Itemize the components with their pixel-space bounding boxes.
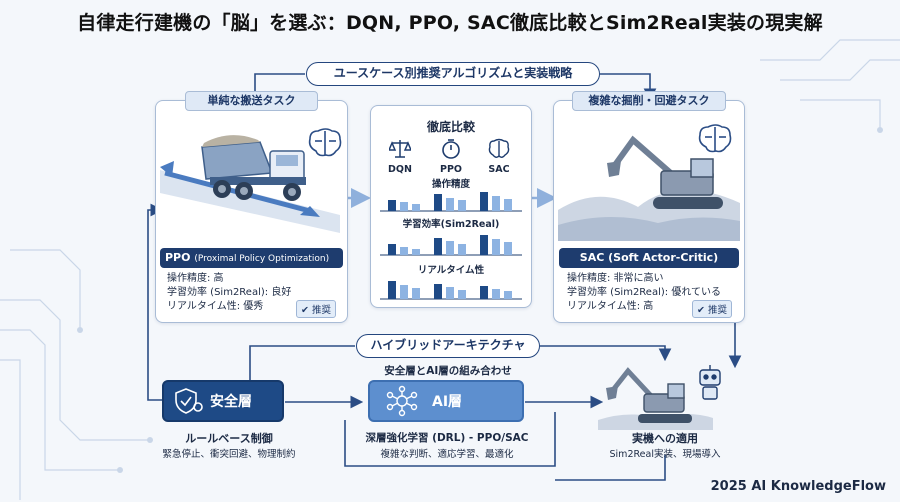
- ai-network-icon: [386, 385, 418, 417]
- right-metric-realtime: リアルタイム性: 高: [567, 301, 654, 312]
- algo-label-ppo: PPO: [439, 164, 462, 175]
- shield-gear-icon: [175, 388, 203, 414]
- ai-layer-label: AI層: [432, 394, 463, 410]
- right-usecase-tab: 複雑な掘削・回避タスク: [572, 91, 726, 111]
- left-recommend-badge: ✔ 推奨: [296, 300, 337, 318]
- scale-icon: [389, 140, 411, 158]
- deploy-excavator-robot-illustration: [598, 365, 721, 430]
- criterion-realtime-label: リアルタイム性: [417, 265, 485, 276]
- right-badge-label: 推奨: [708, 305, 728, 316]
- safety-layer-box: [162, 380, 284, 422]
- safety-layer-sub: 緊急停止、衝突回避、物理制約: [162, 449, 296, 460]
- right-algo-heading: SAC (Soft Actor-Critic): [559, 248, 739, 268]
- check-icon: ✔: [301, 305, 309, 316]
- criterion-accuracy-label: 操作精度: [431, 179, 470, 190]
- left-algo-fullname: (Proximal Policy Optimization): [194, 254, 330, 264]
- footer-credit: 2025 AI KnowledgeFlow: [710, 479, 886, 494]
- check-icon: ✔: [697, 305, 705, 316]
- dump-truck-illustration: [160, 128, 342, 233]
- bars-realtime: [380, 281, 522, 300]
- deploy-label: 実機への適用: [632, 432, 698, 445]
- left-metric-efficiency: 学習効率 (Sim2Real): 良好: [167, 287, 292, 298]
- stopwatch-icon: [442, 139, 460, 159]
- strategy-label: ユースケース別推奨アルゴリズムと実装戦略: [306, 62, 600, 86]
- brain-icon: [488, 138, 510, 158]
- bars-accuracy: [380, 192, 522, 212]
- bars-efficiency: [380, 235, 522, 256]
- algo-label-dqn: DQN: [388, 164, 412, 175]
- ai-layer-sub: 複雑な判断、適応学習、最適化: [380, 449, 514, 460]
- right-metric-efficiency: 学習効率 (Sim2Real): 優れている: [567, 287, 722, 298]
- deploy-sub: Sim2Real実装、現場導入: [609, 449, 721, 460]
- hybrid-label: ハイブリッドアーキテクチャ: [356, 334, 540, 358]
- left-algo-name: PPO: [165, 251, 191, 264]
- left-metrics: 操作精度: 高 学習効率 (Sim2Real): 良好 リアルタイム性: 優秀: [167, 272, 291, 314]
- comparison-title: 徹底比較: [426, 120, 475, 134]
- ai-layer-desc: 深層強化学習 (DRL) - PPO/SAC: [365, 432, 529, 444]
- criterion-efficiency-label: 学習効率(Sim2Real): [402, 219, 500, 230]
- left-badge-label: 推奨: [312, 305, 332, 316]
- right-metrics: 操作精度: 非常に高い 学習効率 (Sim2Real): 優れている リアルタイ…: [567, 272, 721, 314]
- left-metric-accuracy: 操作精度: 高: [167, 273, 224, 284]
- left-metric-realtime: リアルタイム性: 優秀: [167, 301, 264, 312]
- safety-layer-desc: ルールベース制御: [185, 432, 273, 445]
- page-title: 自律走行建機の「脳」を選ぶ：DQN, PPO, SAC徹底比較とSim2Real…: [77, 12, 823, 34]
- ai-layer-box: [368, 380, 524, 422]
- left-algo-heading: PPO (Proximal Policy Optimization): [160, 248, 343, 268]
- excavator-illustration: [558, 124, 740, 241]
- right-recommend-badge: ✔ 推奨: [692, 300, 733, 318]
- left-usecase-tab: 単純な搬送タスク: [185, 91, 318, 111]
- algo-label-sac: SAC: [488, 164, 510, 175]
- safety-layer-label: 安全層: [210, 394, 252, 410]
- hybrid-subtitle: 安全層とAI層の組み合わせ: [384, 365, 512, 377]
- right-metric-accuracy: 操作精度: 非常に高い: [567, 273, 664, 284]
